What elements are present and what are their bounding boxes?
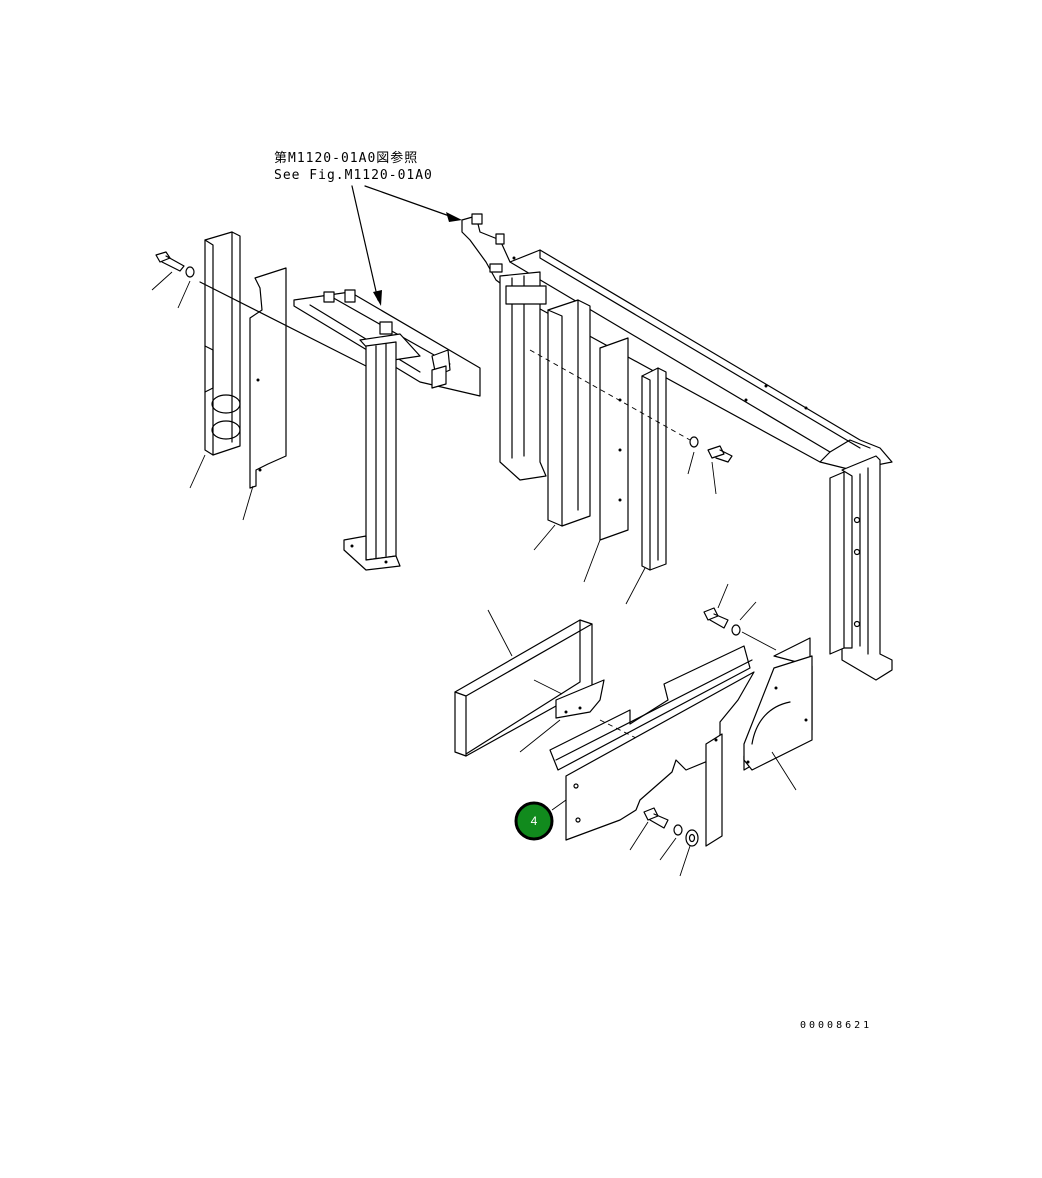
left-thin-plate [242,267,287,521]
bolt-lower-right [703,583,777,651]
callout-circle [514,801,554,841]
vertical-pad-2 [583,337,629,583]
right-tall-plate [829,471,845,655]
reference-arrows [351,185,462,306]
middle-frame [293,289,481,571]
lower-small-plate [519,679,605,753]
guide-line [199,281,367,367]
bolt-right-upper [687,436,733,495]
lower-foam-block [454,609,593,757]
bolt-bottom [629,807,699,877]
document-number: 00008621 [800,1020,872,1031]
vertical-pad-3 [625,367,667,605]
reference-text-jp: 第M1120-01A0図参照 [274,150,418,166]
right-main-frame [461,213,893,681]
assembly-line [529,349,691,441]
reference-text-en: See Fig.M1120-01A0 [274,168,433,183]
right-lower-plate [743,637,813,791]
callout-4[interactable]: 4 [514,801,554,841]
vertical-pad-1 [533,299,591,551]
lower-angle-bracket [549,645,753,771]
main-lower-plate [551,671,755,847]
bolt-upper-left [151,251,195,309]
left-pad-block [189,231,241,489]
callout-number: 4 [531,814,538,828]
